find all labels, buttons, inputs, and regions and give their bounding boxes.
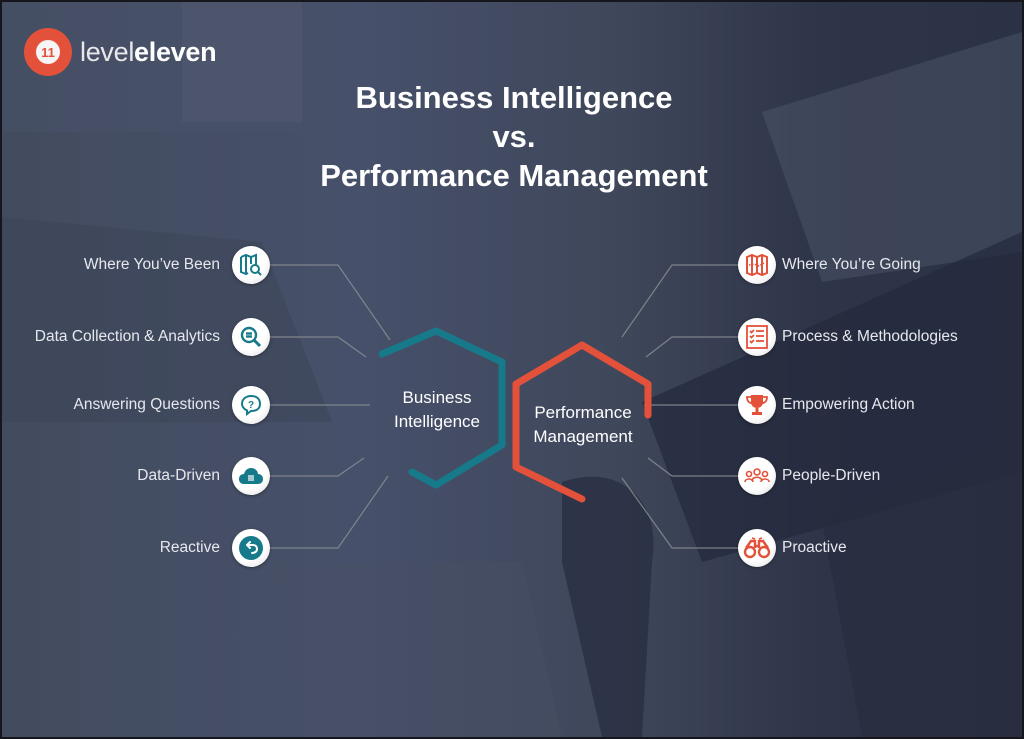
bi-hex-label-line2: Intelligence — [393, 412, 480, 431]
pm-item-label: Process & Methodologies — [782, 328, 958, 345]
pm-hex-label: Performance Management — [517, 401, 649, 449]
map-route-icon — [738, 246, 776, 284]
cloud-data-icon — [232, 457, 270, 495]
map-search-icon — [232, 246, 270, 284]
bi-item-where-youve-been: Where You’ve Been — [84, 246, 270, 284]
brand-logo: 11 leveleleven — [24, 28, 217, 76]
pm-hex-label-line1: Performance — [534, 403, 632, 422]
page-title: Business Intelligence vs. Performance Ma… — [2, 78, 1022, 195]
bi-item-data-driven: Data-Driven — [137, 457, 270, 495]
pm-item-label: Empowering Action — [782, 396, 915, 413]
pm-item-label: People-Driven — [782, 467, 881, 484]
bi-hexagon — [378, 327, 506, 489]
title-line-3: Performance Management — [320, 158, 708, 193]
bi-item-label: Data Collection & Analytics — [34, 328, 220, 345]
title-line-1: Business Intelligence — [355, 80, 673, 115]
pm-item-label: Proactive — [782, 539, 847, 556]
checklist-icon — [738, 318, 776, 356]
logo-wordmark-light: level — [80, 36, 135, 67]
bi-item-data-collection: Data Collection & Analytics — [35, 318, 270, 356]
svg-text:?: ? — [248, 400, 254, 411]
people-group-icon — [738, 457, 776, 495]
trophy-icon — [738, 386, 776, 424]
bi-hex-label: Business Intelligence — [377, 386, 497, 434]
bi-item-answering-questions: Answering Questions ? — [74, 386, 270, 424]
pm-item-empowering-action: Empowering Action — [738, 386, 915, 424]
pm-hex-label-line2: Management — [533, 427, 633, 446]
pm-hexagon — [512, 341, 652, 503]
bi-item-label: Where You’ve Been — [83, 256, 220, 273]
undo-arrow-icon — [232, 529, 270, 567]
bi-hex-label-line1: Business — [402, 388, 472, 407]
pm-item-proactive: Proactive — [738, 529, 847, 567]
bi-item-label: Reactive — [159, 539, 220, 556]
logo-wordmark: leveleleven — [80, 36, 217, 68]
pm-item-label: Where You’re Going — [782, 256, 921, 273]
binoculars-icon — [738, 529, 776, 567]
title-line-2: vs. — [492, 119, 536, 154]
bi-item-label: Answering Questions — [73, 396, 220, 413]
bi-item-label: Data-Driven — [137, 467, 220, 484]
pm-item-people-driven: People-Driven — [738, 457, 880, 495]
bi-item-reactive: Reactive — [160, 529, 270, 567]
logo-number: 11 — [36, 40, 60, 64]
magnifier-list-icon — [232, 318, 270, 356]
logo-wordmark-bold: eleven — [134, 36, 217, 67]
logo-mark-icon: 11 — [24, 28, 72, 76]
pm-item-process-methodologies: Process & Methodologies — [738, 318, 958, 356]
question-bubble-icon: ? — [232, 386, 270, 424]
pm-item-where-youre-going: Where You’re Going — [738, 246, 921, 284]
